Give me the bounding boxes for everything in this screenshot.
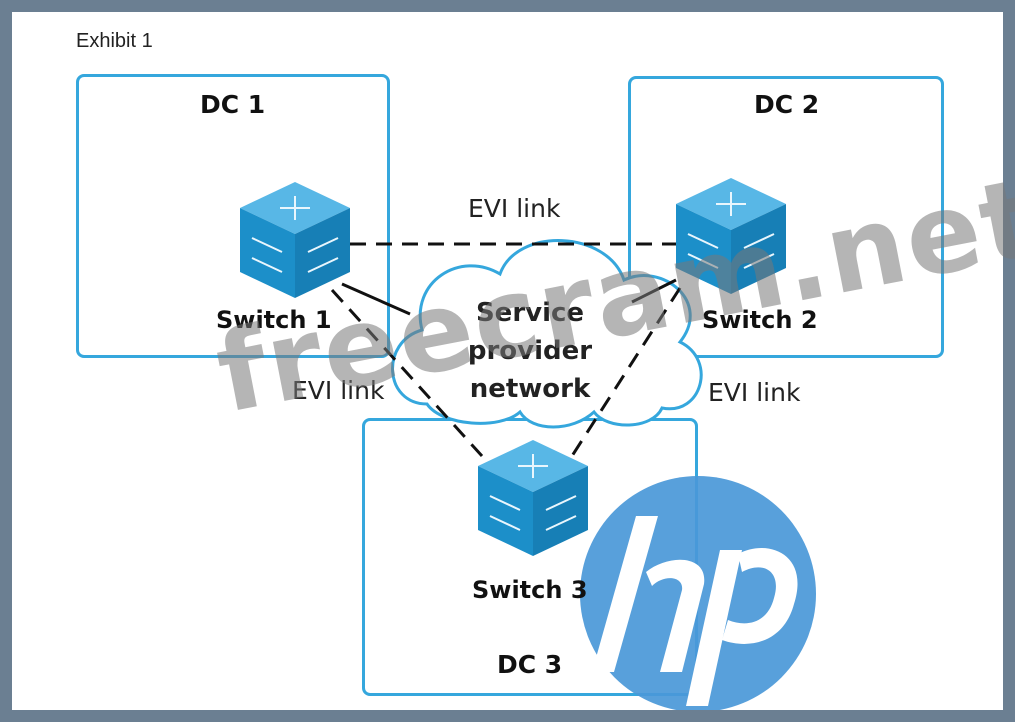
- solid-link-switch1-cloud: [341, 282, 411, 316]
- diagram-graphics: [240, 178, 816, 710]
- dc1-box: [76, 74, 390, 358]
- cloud-shape: [391, 239, 703, 429]
- dc3-title: DC 3: [497, 650, 563, 679]
- switch2-label: Switch 2: [702, 306, 818, 334]
- switch3-label: Switch 3: [472, 576, 588, 604]
- dc2-box: [628, 76, 944, 358]
- cloud-line-1: Service: [475, 298, 585, 328]
- cloud-label: Service provider network: [460, 294, 600, 408]
- cloud-line-3: network: [469, 374, 591, 404]
- diagram-frame: Exhibit 1: [12, 12, 1015, 710]
- evi-link-label-right: EVI link: [708, 378, 801, 407]
- solid-link-switch2-cloud: [631, 278, 677, 304]
- switch1-icon: [240, 182, 350, 298]
- hp-logo-icon: [580, 476, 816, 710]
- switch2-icon: [676, 178, 786, 294]
- dc2-title: DC 2: [754, 90, 820, 119]
- evi-link-label-left: EVI link: [292, 376, 385, 405]
- switch1-label: Switch 1: [216, 306, 332, 334]
- switch3-icon: [478, 440, 588, 556]
- dc1-title: DC 1: [200, 90, 266, 119]
- evi-link-2-3: [570, 287, 682, 457]
- exhibit-caption: Exhibit 1: [76, 30, 153, 52]
- cloud-line-2: provider: [467, 336, 593, 366]
- evi-link-label-top: EVI link: [468, 194, 561, 223]
- evi-link-1-3: [330, 288, 484, 458]
